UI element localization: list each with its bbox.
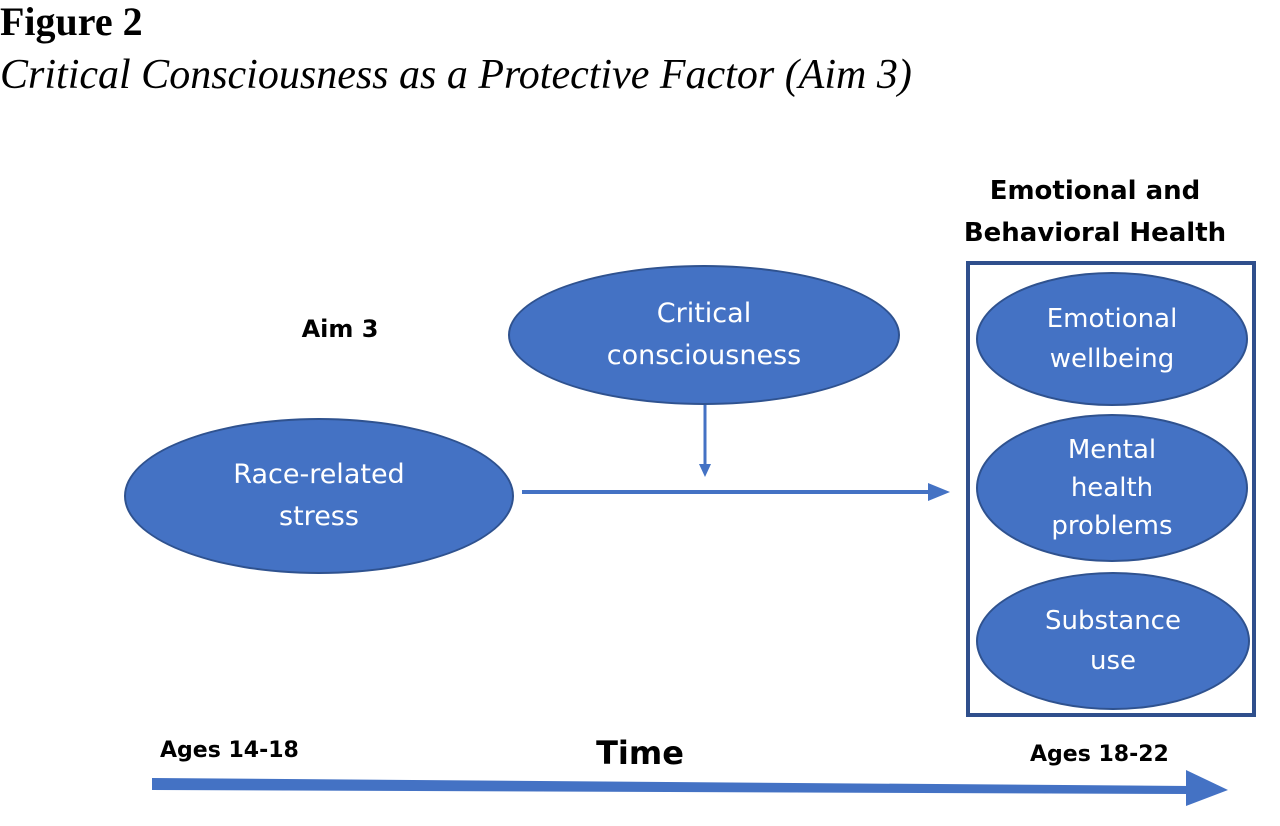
- outcome-group-title: Emotional and Behavioral Health: [940, 170, 1250, 254]
- outcome-group-title-line-2: Behavioral Health: [963, 218, 1227, 248]
- outcome-1-line-1: Emotional: [1046, 304, 1178, 334]
- predictor-node-line-2: stress: [279, 501, 359, 532]
- moderator-node-line-1: Critical: [656, 298, 752, 329]
- moderator-node-line-2: consciousness: [606, 340, 802, 371]
- figure-number: Figure 2: [0, 0, 143, 44]
- timeline-start-label: Ages 14-18: [160, 738, 299, 763]
- outcome-node-substance-use: Substance use: [976, 572, 1250, 710]
- outcome-node-emotional-wellbeing: Emotional wellbeing: [976, 272, 1248, 406]
- moderator-node-critical-consciousness: Critical consciousness: [508, 265, 900, 405]
- timeline-arrow-head: [1186, 770, 1228, 806]
- outcome-2-line-3: problems: [1051, 511, 1173, 541]
- outcome-group-title-line-1: Emotional and: [989, 176, 1201, 206]
- outcome-3-line-2: use: [1089, 646, 1137, 676]
- main-path-arrow-head: [928, 483, 950, 501]
- outcome-node-mental-health-problems: Mental health problems: [976, 414, 1248, 562]
- aim-label: Aim 3: [301, 315, 379, 343]
- moderator-arrow-head: [699, 464, 711, 477]
- outcome-2-line-1: Mental: [1067, 435, 1157, 465]
- predictor-node-race-related-stress: Race-related stress: [124, 418, 514, 574]
- timeline-label: Time: [596, 734, 684, 772]
- outcome-3-line-1: Substance: [1045, 606, 1181, 636]
- outcome-1-line-2: wellbeing: [1049, 344, 1175, 374]
- timeline-arrow-body: [152, 778, 1190, 794]
- timeline-end-label: Ages 18-22: [1030, 742, 1169, 767]
- outcome-2-line-2: health: [1070, 473, 1154, 503]
- outcome-group-box: [966, 261, 1256, 717]
- predictor-node-line-1: Race-related: [233, 459, 405, 490]
- figure-caption: Critical Consciousness as a Protective F…: [0, 52, 912, 98]
